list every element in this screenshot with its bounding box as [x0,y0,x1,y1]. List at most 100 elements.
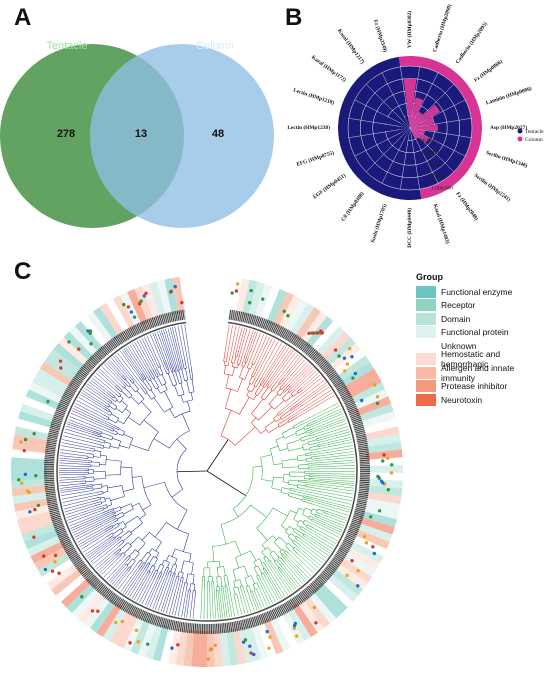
tree-branch [110,514,116,518]
panel-label-b: B [285,4,303,31]
tree-branch [144,554,152,564]
tree-leaf-branch [255,339,276,379]
tree-branch [250,550,257,561]
tree-branch [303,448,310,451]
tree-leaf-branch [93,375,117,395]
tree-branch [293,539,302,547]
tree-arc [251,375,254,378]
tree-leaf-branch [82,390,106,406]
tree-leaf-branch [280,565,299,588]
tree-leaf-branch [263,344,285,379]
tree-leaf-branch [105,362,124,382]
tree-arc [128,384,131,388]
tree-branch [248,376,253,384]
tree-leaf-branch [113,356,132,379]
tree-branch [233,356,237,364]
tree-branch [85,480,95,483]
tree-branch [303,496,312,500]
tree-branch [145,378,153,390]
tree-leaf-branch [177,587,184,617]
tree-branch [151,570,157,579]
tree-group-sector [12,441,49,454]
tree-branch [220,410,232,436]
tree-leaf-branch [160,576,173,612]
polar-tick-label: 200,000 [417,138,435,144]
tree-branch [158,572,163,580]
tree-leaf-branch [289,554,312,577]
tree-group-sector [245,624,262,662]
tree-group-sector [348,540,384,564]
tree-group-sector [134,286,154,323]
tree-branch [93,501,102,504]
tree-branch [223,575,226,587]
tree-branch [159,366,164,375]
tree-leaf-branch [117,352,144,388]
tree-leaf-branch [308,521,340,538]
tree-branch [279,551,283,555]
tree-branch [180,395,184,403]
tree-arc [135,549,140,554]
tree-group-sector [345,546,380,571]
venn-count-intersection: 13 [135,128,147,140]
polar-grid-spoke [409,99,466,129]
tree-group-sector [89,599,117,633]
tree-leaf-branch [258,581,271,605]
tree-group-sector [152,624,169,662]
tree-branch [304,427,309,430]
tree-marker-dot [372,551,377,556]
tree-group-sector [213,630,223,667]
tree-branch [322,511,328,515]
tree-branch [297,484,306,486]
tree-branch [138,562,145,570]
tree-leaf-branch [290,367,313,389]
tree-group-sector [11,449,48,460]
tree-branch [150,380,157,390]
tree-branch [302,442,309,446]
tree-group-sector [96,603,122,638]
tree-marker-dot [88,329,93,333]
tree-branch [103,507,108,510]
tree-leaf-branch [127,345,148,378]
tree-leaf-branch [297,553,317,571]
tree-arc [271,477,274,488]
tree-branch [281,487,290,490]
polar-grid-spoke [409,127,439,184]
tree-arc [100,431,103,434]
legend-item: Domain [416,312,546,326]
tree-group-sector [18,411,55,429]
tree-leaf-branch [60,488,87,493]
tree-branch [112,517,118,521]
tree-leaf-branch [298,540,325,561]
tree-branch [148,548,153,554]
tree-marker-dot [360,398,364,403]
tree-leaf-branch [232,326,240,357]
tree-branch [116,539,123,545]
tree-branch [257,565,263,574]
tree-branch [231,362,234,367]
tree-branch [129,379,133,384]
tree-group-sector [292,603,318,638]
tree-branch [167,562,170,568]
tree-marker-dot [286,313,290,318]
tree-branch [143,481,165,489]
tree-leaf-branch [74,518,112,538]
tree-leaf-branch [161,330,174,367]
tree-branch [216,576,218,587]
tree-branch [298,389,303,394]
tree-branch [172,572,175,577]
legend-swatch [416,380,436,393]
tree-branch [117,537,122,541]
tree-branch [192,590,194,597]
tree-marker-dot [126,305,131,309]
tree-branch [113,430,118,433]
tree-branch [293,518,299,523]
tree-branch [185,573,189,583]
polar-grid-spoke [354,127,411,157]
tree-branch [153,438,170,449]
tree-group-sector [55,572,88,602]
tree-arc [151,548,160,554]
tree-branch [216,567,219,577]
tree-branch [98,438,106,442]
tree-arc [131,467,135,489]
tree-branch [218,561,221,568]
